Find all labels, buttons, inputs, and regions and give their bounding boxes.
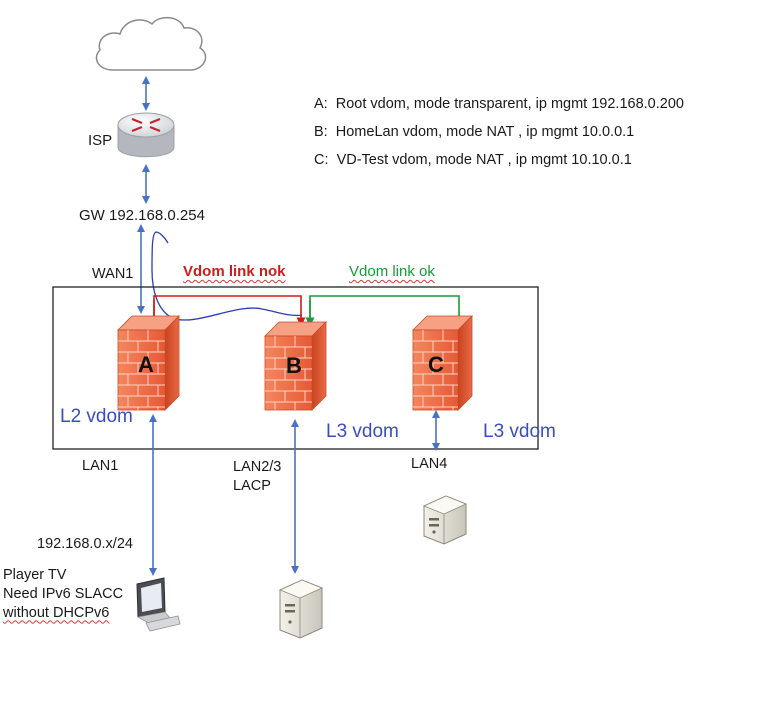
- lan23-label: LAN2/3 LACP: [233, 459, 282, 494]
- player-tv-note: Player TV Need IPv6 SLACC without DHCPv6: [3, 567, 124, 621]
- cloud-icon: [95, 16, 207, 71]
- server-b-icon: [278, 579, 324, 639]
- router-icon: [117, 112, 175, 158]
- lan4-label: LAN4: [411, 456, 448, 472]
- firewall-a-label: A: [138, 352, 154, 377]
- legend-item-a: A: Root vdom, mode transparent, ip mgmt …: [314, 96, 684, 112]
- legend-item-b: B: HomeLan vdom, mode NAT , ip mgmt 10.0…: [314, 124, 635, 140]
- vdom-link-ok-label: Vdom link ok: [349, 263, 435, 280]
- firewall-c-label: C: [428, 352, 444, 377]
- vdom-link-nok-label: Vdom link nok: [183, 263, 286, 280]
- monitor-icon: [136, 577, 181, 632]
- vdom-label-a: L2 vdom: [60, 406, 133, 427]
- legend-item-c: C: VD-Test vdom, mode NAT , ip mgmt 10.1…: [314, 152, 632, 168]
- subnet-label: 192.168.0.x/24: [37, 536, 133, 552]
- firewall-a-icon: [117, 315, 180, 411]
- gateway-label: GW 192.168.0.254: [79, 207, 205, 224]
- hand-drawn-path: [151, 231, 303, 321]
- server-c-icon: [422, 495, 468, 545]
- vdom-label-b: L3 vdom: [326, 421, 399, 442]
- isp-label: ISP: [88, 132, 113, 149]
- firewall-b-label: B: [286, 353, 302, 378]
- vdom-label-c: L3 vdom: [483, 421, 556, 442]
- wan1-label: WAN1: [92, 266, 134, 282]
- firewall-c-icon: [412, 315, 473, 411]
- firewall-b-icon: [264, 321, 327, 411]
- lan1-label: LAN1: [82, 458, 119, 474]
